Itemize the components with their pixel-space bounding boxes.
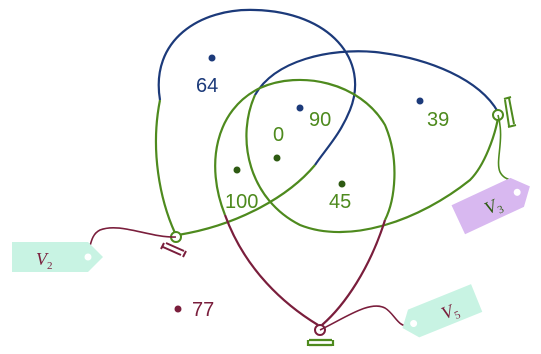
tag-v3-subscript: 3 (496, 203, 507, 216)
tag-v2-hole (84, 253, 92, 261)
point-77: 77 (174, 299, 214, 321)
balloon-v2 (83, 8, 357, 259)
point-0-dot (273, 154, 281, 162)
tag-v2-subscript: 2 (47, 260, 53, 272)
balloon-v3 (245, 50, 521, 234)
balloon-v2-outline-lower (154, 99, 316, 237)
tag-v2-shape (12, 242, 103, 272)
point-39-label: 39 (427, 109, 449, 131)
balloon-v2-outline-upper (157, 8, 357, 166)
tag-v5-hole (410, 319, 418, 327)
balloon-v3-outline-upper (254, 50, 499, 113)
point-45: 45 (329, 180, 351, 213)
balloon-v2-nozzle (160, 242, 187, 258)
tag-v2-letter: V (36, 249, 49, 269)
point-100-label: 100 (225, 191, 258, 213)
balloon-v5-outline-lower (223, 214, 387, 326)
point-45-dot (338, 180, 346, 188)
tag-v3: V3 (451, 177, 530, 235)
tag-v5-shape (402, 284, 483, 338)
point-90: 90 (296, 104, 331, 131)
point-0: 0 (273, 124, 284, 162)
balloon-v3-outline-lower (245, 94, 500, 234)
point-100: 100 (225, 166, 258, 213)
tag-v3-hole (513, 188, 521, 196)
balloon-v5 (214, 78, 411, 347)
balloon-v3-nozzle (503, 96, 517, 128)
point-64: 64 (196, 54, 218, 97)
point-77-dot (174, 305, 182, 313)
point-90-dot (296, 104, 304, 112)
point-90-label: 90 (309, 109, 331, 131)
balloon-v5-nozzle (306, 338, 335, 347)
point-39-dot (416, 97, 424, 105)
tag-v2: V2 (12, 242, 103, 272)
point-0-label: 0 (273, 124, 284, 146)
svg-text:V2: V2 (36, 249, 53, 272)
balloon-v5-string (319, 305, 411, 331)
tag-v5: V5 (402, 284, 483, 338)
point-64-dot (208, 54, 216, 62)
point-64-label: 64 (196, 75, 218, 97)
point-39: 39 (416, 97, 449, 131)
point-77-label: 77 (192, 299, 214, 321)
tag-v5-subscript: 5 (453, 309, 463, 322)
point-100-dot (233, 166, 241, 174)
tag-v3-shape (451, 177, 530, 235)
balloon-v5-outline-upper (214, 78, 396, 221)
point-45-label: 45 (329, 191, 351, 213)
